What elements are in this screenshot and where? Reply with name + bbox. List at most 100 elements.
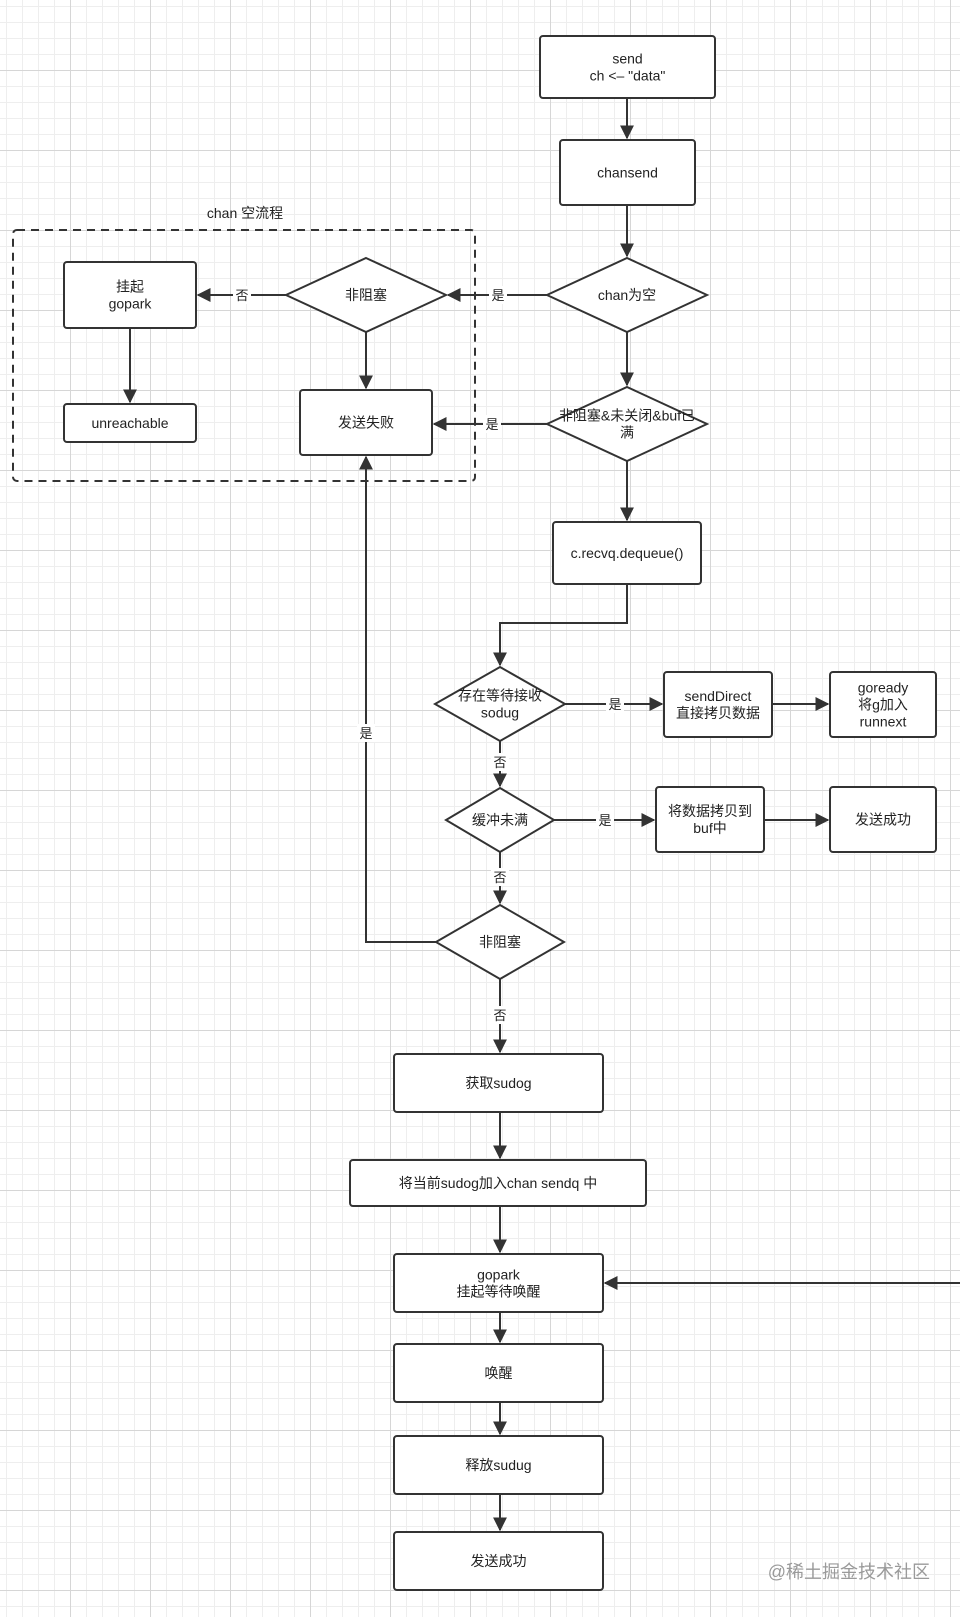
edge-label-no: 否 [493,755,506,770]
node-dequeue-box [552,521,702,585]
node-has-receiver-diamond [432,665,568,743]
node-nonblock-closed-full-text-1: 满 [620,425,634,441]
node-nonblock-closed-full-diamond [544,385,710,463]
node-get-sudog: 获取sudog [393,1053,604,1113]
node-goready-text-2: runnext [860,714,907,730]
edge-receiver-yes: 是 [565,695,664,713]
edge-bufnotfull-yes: 是 [554,811,656,829]
node-chan-nil-diamond [544,256,710,334]
edge-label-yes: 是 [598,813,611,828]
edge-nonblock-bottom-yes-line [359,455,436,943]
edge-nonblock-bottom-yes: 是 [357,455,436,943]
node-enqueue-sendq: 将当前sudog加入chan sendq 中 [349,1159,647,1207]
edge-nonblock-bottom-no-label-bg [491,1006,509,1024]
node-goready-text-0: goready [858,680,909,696]
node-release-sudog-text-0: 释放sudug [465,1457,531,1473]
edge-dequeue-to-receiver [493,584,628,667]
node-nonblock-bottom-diamond [434,903,566,981]
node-goready-text-1: 将g加入 [858,697,908,713]
node-gopark-top-text-1: gopark [109,296,153,312]
node-copy-to-buf-box [655,786,765,853]
node-wakeup-text-0: 唤醒 [485,1365,513,1381]
node-gopark-wait-box [393,1253,604,1313]
edge-label-no: 否 [235,288,248,303]
node-release-sudog-box [393,1435,604,1495]
node-copy-to-buf-text-1: buf中 [693,820,726,836]
edge-label-yes: 是 [485,417,498,432]
edge-closed-full-yes-label-bg [483,415,501,433]
node-nonblock-top-text-0: 非阻塞 [345,287,387,303]
node-send-direct-text-0: sendDirect [685,688,752,704]
node-send-fail-text-0: 发送失败 [338,415,394,431]
node-chan-nil-text-0: chan为空 [598,287,656,303]
node-copy-to-buf-text-0: 将数据拷贝到 [668,803,752,819]
node-send-box [539,35,716,99]
node-send-direct-text-1: 直接拷贝数据 [676,705,760,721]
node-buf-not-full-text-0: 缓冲未满 [472,812,528,828]
node-buf-not-full-diamond [444,786,556,854]
node-goready-box [829,671,937,738]
edge-label-yes: 是 [359,726,372,741]
node-send-text-1: ch <– "data" [590,68,666,84]
node-wakeup: 唤醒 [393,1343,604,1403]
node-send-ok-2: 发送成功 [393,1531,604,1591]
node-get-sudog-text-0: 获取sudog [465,1075,531,1091]
node-send-ok-1-text-0: 发送成功 [855,812,911,828]
chan-nil-group-box [12,229,476,482]
node-send-ok-1-box [829,786,937,853]
node-release-sudog: 释放sudug [393,1435,604,1495]
edge-closed-full-yes: 是 [432,415,547,433]
edge-chan-nil-yes: 是 [446,286,547,304]
node-send-ok-1: 发送成功 [829,786,937,853]
node-gopark-wait-text-0: gopark [477,1267,521,1283]
node-gopark-wait-text-1: 挂起等待唤醒 [457,1284,541,1300]
node-nonblock-bottom: 非阻塞 [434,903,566,981]
node-dequeue-text-0: c.recvq.dequeue() [571,545,684,561]
edge-label-no: 否 [493,870,506,885]
node-nonblock-top-diamond [283,256,449,334]
edge-receiver-no-label-bg [491,753,509,771]
node-chansend-box [559,139,696,206]
edge-label-no: 否 [493,1008,506,1023]
edge-nonblock-bottom-no: 否 [491,979,509,1054]
edge-label-yes: 是 [608,697,621,712]
node-gopark-top-text-0: 挂起 [116,279,144,295]
node-unreachable-box [63,403,197,443]
node-send-fail: 发送失败 [299,389,433,456]
node-chansend-text-0: chansend [597,165,658,181]
edge-nonblock-top-no-label-bg [233,286,251,304]
node-send-text-0: send [612,51,642,67]
node-dequeue: c.recvq.dequeue() [552,521,702,585]
node-chansend: chansend [559,139,696,206]
node-has-receiver-text-1: sodug [481,705,519,721]
node-unreachable-text-0: unreachable [91,415,168,431]
node-send-direct-box [663,671,773,738]
group-title: chan 空流程 [207,205,283,221]
node-has-receiver-text-0: 存在等待接收 [458,688,542,704]
node-send-ok-2-box [393,1531,604,1591]
edge-nonblock-bottom-yes-label-bg [357,724,375,742]
edge-dequeue-to-receiver-line [493,584,628,667]
watermark: @稀土掘金技术社区 [768,1562,930,1582]
edge-nonblock-top-no: 否 [196,286,286,304]
node-send-ok-2-text-0: 发送成功 [471,1553,527,1569]
node-enqueue-sendq-box [349,1159,647,1207]
node-gopark-top-box [63,261,197,329]
edge-receiver-no: 否 [491,741,509,788]
edge-label-yes: 是 [491,288,504,303]
node-nonblock-closed-full-text-0: 非阻塞&未关闭&buf已 [559,408,695,424]
node-nonblock-top: 非阻塞 [283,256,449,334]
node-wakeup-box [393,1343,604,1403]
edge-receiver-yes-label-bg [606,695,624,713]
node-nonblock-bottom-text-0: 非阻塞 [479,934,521,950]
node-send-fail-box [299,389,433,456]
edge-bufnotfull-no: 否 [491,852,509,905]
node-unreachable: unreachable [63,403,197,443]
